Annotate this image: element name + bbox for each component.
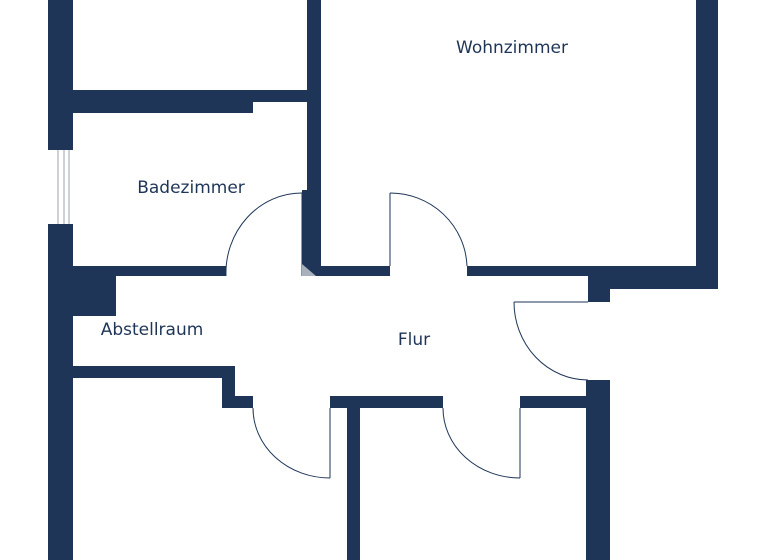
door-bottom-right-room (442, 407, 521, 479)
wall-outer-left-top (48, 0, 73, 150)
room-label-flur: Flur (398, 330, 430, 350)
walls (48, 0, 718, 560)
wall-bath-bottom (73, 266, 226, 276)
room-label-wohnzimmer: Wohnzimmer (456, 38, 568, 58)
window-left (52, 150, 70, 224)
wall-storage-block (73, 276, 116, 316)
room-label-badezimmer: Badezimmer (137, 178, 245, 198)
wall-right-step-post (588, 276, 610, 302)
door-living-room (389, 192, 468, 267)
wall-bottom-partition-a (347, 396, 360, 560)
wall-hall-bottom-left (73, 366, 235, 378)
wall-bath-top-thick (73, 90, 253, 113)
room-labels: Wohnzimmer Badezimmer Abstellraum Flur (101, 38, 568, 350)
door-bottom-left-room (252, 407, 331, 479)
room-label-abstellraum: Abstellraum (101, 320, 204, 340)
wall-right-step (588, 276, 718, 289)
wall-hall-bottom-mid (330, 396, 443, 408)
wall-living-bottom-right (467, 266, 696, 276)
wall-living-right (696, 0, 718, 289)
door-entrance (513, 301, 589, 381)
doors (225, 192, 589, 479)
wall-bath-right (302, 190, 321, 276)
door-bathroom (225, 192, 303, 277)
door-stop (302, 264, 316, 276)
wall-living-bottom-left (321, 266, 390, 276)
wall-outer-left-bottom (48, 224, 73, 560)
wall-hall-right (586, 380, 610, 560)
wall-hall-bottom-left-step2 (222, 396, 253, 408)
